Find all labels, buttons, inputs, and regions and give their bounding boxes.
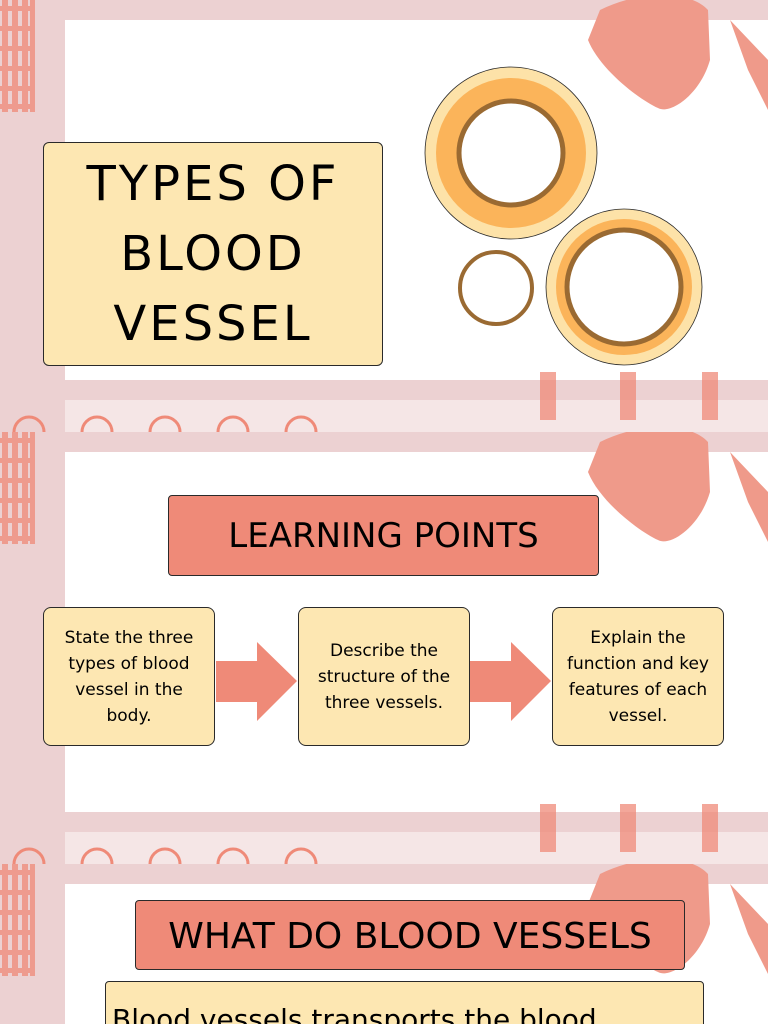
slide-background-decor	[0, 432, 768, 864]
bar-decor	[702, 372, 718, 420]
loop-decor	[12, 847, 318, 864]
learning-points-heading: LEARNING POINTS	[168, 495, 599, 576]
plaid-pattern	[0, 432, 35, 544]
top-frame-band	[0, 864, 768, 884]
arrow-right-icon	[216, 642, 297, 721]
slide-what-do-blood-vessels-do: WHAT DO BLOOD VESSELS DO? Blood vessels …	[0, 864, 768, 1024]
learning-point-card: Explain the function and key features of…	[552, 607, 724, 746]
slide-title: TYPES OF BLOOD VESSEL	[0, 0, 768, 432]
learning-point-card: Describe the structure of the three vess…	[298, 607, 470, 746]
bottom-frame-band	[65, 812, 768, 832]
loop-decor	[12, 415, 318, 432]
arrow-right-icon	[470, 642, 551, 721]
heart-shape-decor	[588, 432, 768, 542]
bottom-frame-band	[65, 380, 768, 400]
bar-decor	[540, 804, 556, 852]
plaid-pattern	[0, 864, 35, 976]
heart-shape-decor	[588, 0, 768, 110]
top-frame-band	[0, 432, 768, 452]
bar-decor	[702, 804, 718, 852]
plaid-pattern	[0, 0, 35, 112]
blood-vessels-answer-text: Blood vessels transports the blood	[105, 981, 704, 1024]
slide-background-decor	[0, 0, 768, 432]
bar-decor	[620, 804, 636, 852]
bar-decor	[620, 372, 636, 420]
what-do-blood-vessels-do-heading: WHAT DO BLOOD VESSELS DO?	[135, 900, 685, 1021]
footer-band	[0, 832, 768, 864]
title-card: TYPES OF BLOOD VESSEL	[43, 142, 383, 366]
slide-learning-points: LEARNING POINTS State the three types of…	[0, 432, 768, 864]
top-frame-band	[0, 0, 768, 20]
bar-decor	[540, 372, 556, 420]
footer-band	[0, 400, 768, 432]
page-title: TYPES OF BLOOD VESSEL	[86, 156, 340, 352]
learning-point-card: State the three types of blood vessel in…	[43, 607, 215, 746]
rings-decor	[424, 66, 703, 366]
